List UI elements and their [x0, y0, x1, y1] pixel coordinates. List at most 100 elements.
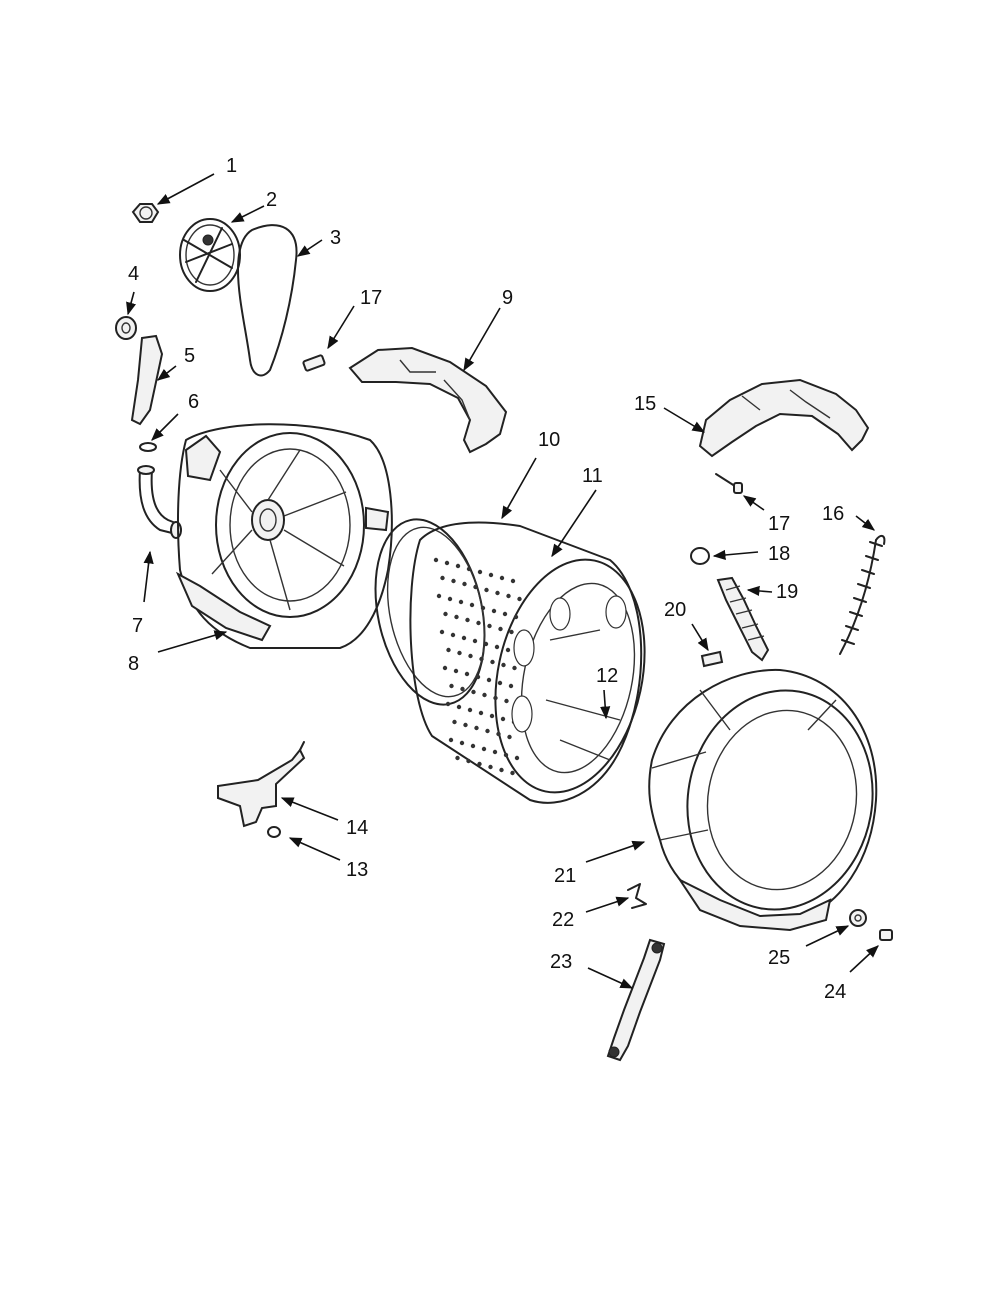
leader-24 — [849, 945, 879, 973]
leader-11 — [551, 489, 597, 558]
drum-perforation — [457, 650, 462, 656]
drum-perforation — [482, 692, 487, 698]
leader-21 — [585, 840, 646, 863]
drum-perforation — [451, 578, 456, 584]
callout-14: 14 — [346, 817, 368, 839]
leader-15 — [663, 407, 706, 433]
drum-perforation — [452, 719, 457, 725]
callout-8: 8 — [128, 653, 139, 675]
drum-perforation — [475, 674, 481, 680]
drum-perforation — [453, 668, 459, 674]
callout-20: 20 — [664, 599, 686, 621]
leader-12 — [600, 689, 611, 720]
drum-perforation — [499, 575, 505, 581]
drum-perforation — [493, 695, 498, 701]
drum-perforation — [506, 593, 511, 599]
callout-17-upper: 17 — [360, 287, 382, 309]
drum-perforation — [500, 716, 506, 722]
leader-7 — [143, 550, 154, 603]
drum-perforation — [498, 626, 503, 632]
callout-24: 24 — [824, 981, 846, 1003]
callout-25: 25 — [768, 947, 790, 969]
drum-perforation — [477, 761, 482, 767]
leader-5 — [156, 365, 177, 381]
callout-16: 16 — [822, 503, 844, 525]
drum-perforation — [503, 752, 509, 758]
callout-5: 5 — [184, 345, 195, 367]
part-22-clip — [627, 883, 647, 909]
drum-perforation — [471, 689, 476, 695]
leader-13 — [288, 837, 341, 861]
drum-perforation — [509, 629, 514, 635]
part-17-screw-upper — [302, 354, 326, 372]
drum-perforation — [517, 596, 522, 602]
part-9-counterweight — [348, 346, 508, 454]
drum-perforation — [477, 569, 483, 575]
drum-perforation — [448, 737, 454, 743]
drum-perforation — [490, 659, 495, 665]
part-24-fastener — [879, 929, 893, 941]
drum-perforation — [501, 662, 506, 668]
drum-perforation — [455, 755, 460, 761]
drum-perforation — [458, 599, 464, 605]
part-10-drum-seal — [374, 518, 486, 706]
callout-23: 23 — [550, 951, 572, 973]
callout-6: 6 — [188, 391, 199, 413]
drum-perforation — [446, 647, 451, 653]
leader-23 — [587, 967, 634, 989]
drum-perforation — [466, 758, 471, 764]
part-17-screw-lower — [715, 473, 743, 494]
leader-22 — [585, 896, 630, 913]
drum-perforation — [467, 707, 473, 713]
part-2-pulley — [179, 218, 241, 292]
leader-3 — [296, 239, 323, 257]
leader-16 — [855, 515, 876, 531]
part-25-nut — [849, 909, 867, 927]
part-19-bellows — [716, 576, 770, 662]
drum-perforation — [433, 557, 439, 563]
drum-perforation — [469, 602, 475, 608]
drum-perforation — [508, 683, 514, 689]
callout-22: 22 — [552, 909, 574, 931]
drum-perforation — [474, 725, 479, 731]
leader-9 — [463, 307, 501, 372]
drum-perforation — [456, 704, 462, 710]
drum-perforation — [442, 665, 448, 671]
leader-20 — [691, 623, 709, 652]
drum-perforation — [449, 683, 454, 689]
drum-perforation — [491, 608, 497, 614]
drum-perforation — [497, 680, 503, 686]
drum-perforation — [505, 647, 511, 653]
callout-18: 18 — [768, 543, 790, 565]
drum-perforation — [504, 698, 509, 704]
drum-perforation — [462, 581, 467, 587]
callout-11: 11 — [582, 465, 603, 487]
drum-perforation — [436, 593, 442, 599]
drum-perforation — [487, 623, 492, 629]
drum-perforation — [478, 710, 484, 716]
callout-12: 12 — [596, 665, 618, 687]
leader-14 — [280, 797, 339, 821]
drum-perforation — [461, 635, 467, 641]
callout-7: 7 — [132, 615, 143, 637]
drum-perforation — [488, 764, 493, 770]
drum-perforation — [495, 590, 500, 596]
drum-perforation — [466, 566, 472, 572]
drum-perforation — [485, 728, 490, 734]
drum-perforation — [459, 740, 465, 746]
drum-perforation — [439, 629, 445, 635]
drum-perforation — [512, 665, 517, 671]
callout-1: 1 — [226, 155, 237, 177]
leader-4 — [126, 291, 136, 316]
drum-perforation — [510, 578, 516, 584]
callout-4: 4 — [128, 263, 139, 285]
drum-perforation — [502, 611, 508, 617]
drum-perforation — [464, 671, 470, 677]
drum-perforation — [454, 614, 459, 620]
part-13-o-ring — [267, 826, 281, 838]
drum-perforation — [513, 614, 519, 620]
part-23-heater — [606, 938, 666, 1062]
part-20-clip — [700, 650, 724, 668]
drum-perforation — [444, 560, 450, 566]
drum-perforation — [510, 770, 515, 776]
